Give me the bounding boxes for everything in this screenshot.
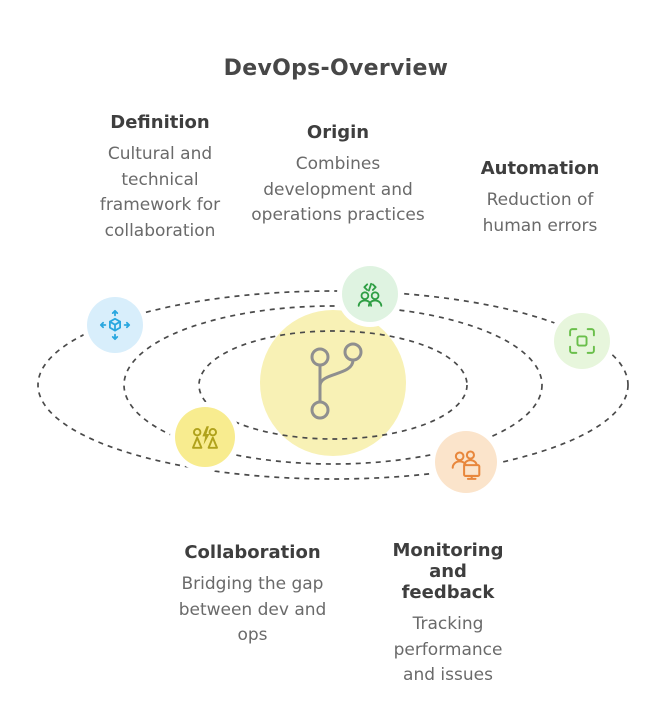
satellite-team-desktop [435,431,497,493]
satellite-distribution [87,297,143,353]
team-desktop-icon [451,450,481,480]
cube-arrows-icon [99,309,131,341]
collaboration-body: Bridging the gap between dev and ops [178,574,327,645]
section-origin: Origin Combines development and operatio… [238,122,438,229]
pair-programming-icon [357,282,383,307]
collaboration-heading: Collaboration [184,542,321,563]
origin-heading: Origin [306,122,370,143]
definition-body: Cultural and technical framework for col… [99,144,221,241]
orbit-inner [198,330,468,440]
orbit-outer [37,290,629,480]
automation-heading: Automation [480,158,600,179]
monitoring-heading: Monitoring and feedback [392,540,504,603]
definition-heading: Definition [110,112,210,133]
satellite-monitoring [554,313,610,369]
team-energy-icon [192,426,218,449]
scan-frame-icon [569,328,595,354]
satellite-team-energy [175,407,235,467]
page-title: DevOps-Overview [223,56,449,81]
section-automation: Automation Reduction of human errors [450,158,630,239]
monitoring-body: Tracking performance and issues [393,614,503,685]
section-definition: Definition Cultural and technical framew… [55,112,265,244]
section-monitoring: Monitoring and feedback Tracking perform… [368,540,528,689]
automation-body: Reduction of human errors [482,190,598,236]
origin-body: Combines development and operations prac… [251,154,425,225]
satellite-pairing [342,266,398,322]
section-collaboration: Collaboration Bridging the gap between d… [150,542,355,649]
orbit-middle [123,305,543,465]
git-branch-icon [293,340,373,424]
